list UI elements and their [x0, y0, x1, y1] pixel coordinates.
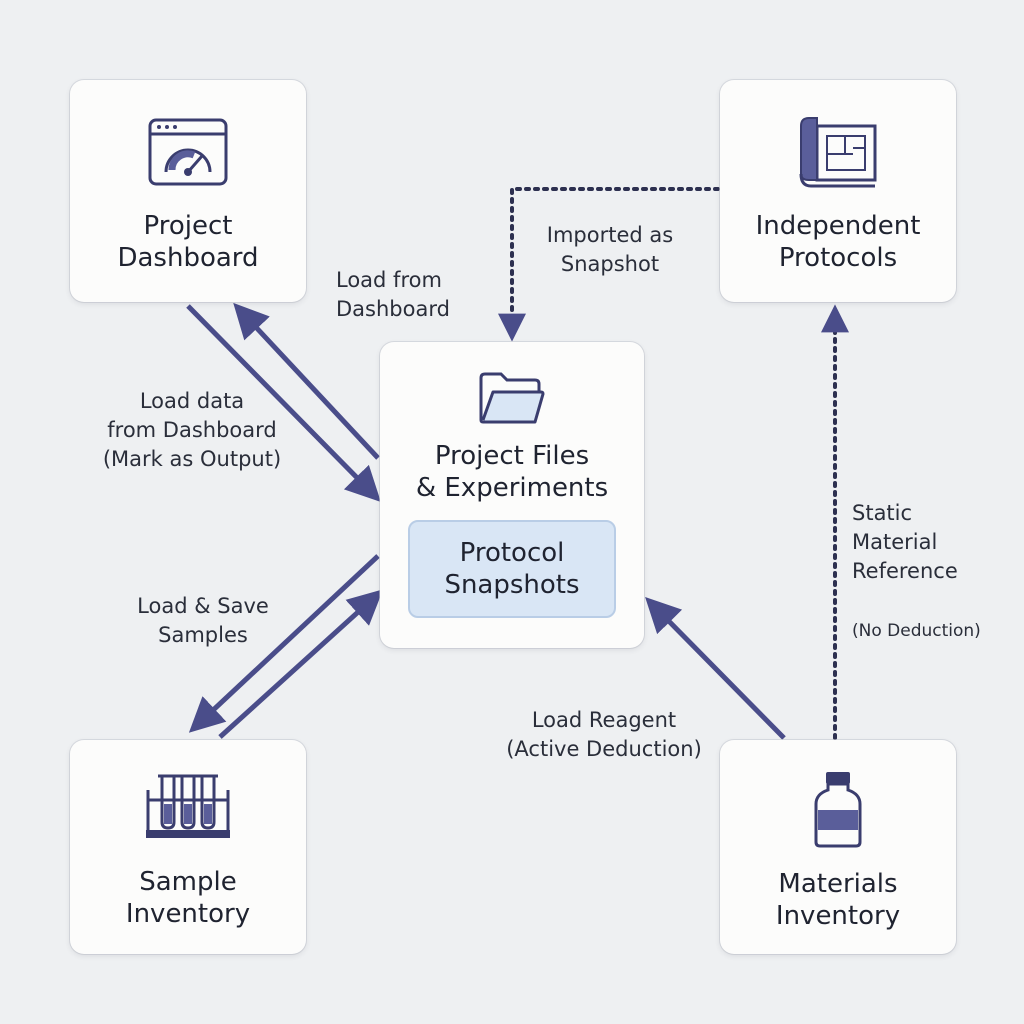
project-files-title: Project Files & Experiments [415, 441, 609, 503]
no-deduction-note: (No Deduction) [852, 621, 981, 641]
project-dashboard-card: Project Dashboard [70, 80, 306, 302]
edge-label-static-material-reference: Static Material Reference (No Deduction) [852, 470, 981, 646]
protocol-snapshots-label: Protocol Snapshots [444, 538, 580, 600]
edge-label-load-reagent: Load Reagent (Active Deduction) [506, 708, 702, 761]
reagent-bottle-icon [814, 772, 862, 848]
project-dashboard-title: Project Dashboard [117, 211, 259, 273]
dotted-arrow-protocols-to-project-files [498, 187, 720, 342]
edge-label-load-save-samples: Load & Save Samples [137, 594, 269, 647]
blueprint-scroll-icon [799, 117, 877, 188]
sample-inventory-card: Sample Inventory [70, 740, 306, 954]
folder-icon [479, 372, 545, 424]
protocol-snapshots-box: Protocol Snapshots [408, 520, 616, 618]
arrow-project-files-to-dashboard [233, 302, 380, 460]
edge-label-imported-as-snapshot: Imported as Snapshot [546, 223, 674, 276]
independent-protocols-card: Independent Protocols [720, 80, 956, 302]
arrow-project-files-to-samples [188, 554, 380, 733]
arrow-materials-to-project-files [645, 597, 786, 740]
arrow-dashboard-to-project-files [186, 304, 381, 502]
independent-protocols-title: Independent Protocols [755, 211, 921, 273]
edge-label-load-data-mark-output: Load data from Dashboard (Mark as Output… [102, 389, 282, 471]
project-files-card: Project Files & Experiments Protocol Sna… [380, 342, 644, 648]
static-material-reference-text: Static Material Reference [852, 501, 958, 583]
materials-inventory-title: Materials Inventory [775, 869, 901, 931]
sample-inventory-title: Sample Inventory [125, 867, 251, 929]
gauge-dashboard-icon [148, 118, 228, 186]
materials-inventory-card: Materials Inventory [720, 740, 956, 954]
test-tubes-icon [146, 774, 230, 838]
edge-label-load-from-dashboard: Load from Dashboard [336, 268, 450, 321]
arrow-samples-to-project-files [218, 589, 384, 739]
